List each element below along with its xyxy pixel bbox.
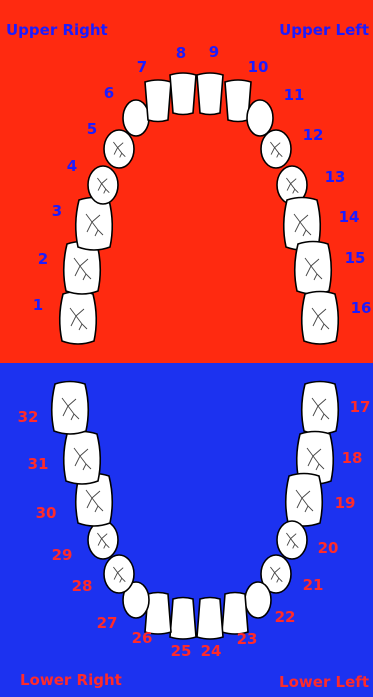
tooth-22[interactable] xyxy=(245,582,271,618)
tooth-number-24: 24 xyxy=(201,642,222,660)
tooth-number-11: 11 xyxy=(284,86,305,104)
tooth-number-17: 17 xyxy=(350,398,371,416)
tooth-number-25: 25 xyxy=(171,642,192,660)
tooth-23[interactable] xyxy=(222,593,248,635)
tooth-number-27: 27 xyxy=(97,614,118,632)
tooth-number-12: 12 xyxy=(303,126,324,144)
lower-left-label: Lower Left xyxy=(279,673,369,691)
tooth-8[interactable] xyxy=(170,73,196,115)
tooth-number-21: 21 xyxy=(303,576,324,594)
tooth-number-14: 14 xyxy=(339,208,360,226)
tooth-number-16: 16 xyxy=(351,299,372,317)
tooth-number-26: 26 xyxy=(132,629,153,647)
tooth-number-8: 8 xyxy=(176,44,186,62)
tooth-number-19: 19 xyxy=(335,494,356,512)
tooth-31[interactable] xyxy=(64,432,101,485)
tooth-1[interactable] xyxy=(60,292,97,345)
tooth-number-3: 3 xyxy=(52,202,62,220)
tooth-number-6: 6 xyxy=(104,84,114,102)
upper-left-label: Upper Left xyxy=(279,21,369,39)
tooth-15[interactable] xyxy=(295,242,332,295)
tooth-19[interactable] xyxy=(286,474,323,527)
tooth-17[interactable] xyxy=(302,382,339,435)
tooth-number-20: 20 xyxy=(318,539,339,557)
tooth-number-18: 18 xyxy=(342,449,363,467)
tooth-24[interactable] xyxy=(197,598,223,640)
tooth-number-32: 32 xyxy=(18,408,39,426)
tooth-number-2: 2 xyxy=(38,250,48,268)
tooth-number-5: 5 xyxy=(87,120,97,138)
tooth-16[interactable] xyxy=(302,292,339,345)
tooth-number-10: 10 xyxy=(248,58,269,76)
tooth-9[interactable] xyxy=(197,73,223,115)
tooth-number-28: 28 xyxy=(72,577,93,595)
tooth-3[interactable] xyxy=(76,198,113,251)
tooth-number-9: 9 xyxy=(209,43,219,61)
tooth-20[interactable] xyxy=(277,521,307,559)
upper-right-label: Upper Right xyxy=(6,21,108,39)
tooth-28[interactable] xyxy=(104,555,134,593)
tooth-number-13: 13 xyxy=(325,168,346,186)
tooth-number-15: 15 xyxy=(345,249,366,267)
lower-right-label: Lower Right xyxy=(20,671,122,689)
tooth-6[interactable] xyxy=(123,100,149,136)
tooth-number-23: 23 xyxy=(237,630,258,648)
tooth-32[interactable] xyxy=(52,382,89,435)
tooth-number-30: 30 xyxy=(36,504,57,522)
tooth-25[interactable] xyxy=(170,598,196,640)
tooth-number-1: 1 xyxy=(33,296,43,314)
tooth-number-4: 4 xyxy=(67,157,77,175)
tooth-number-22: 22 xyxy=(275,608,296,626)
tooth-4[interactable] xyxy=(88,166,118,204)
tooth-11[interactable] xyxy=(247,100,273,136)
tooth-number-29: 29 xyxy=(52,546,73,564)
tooth-7[interactable] xyxy=(145,80,171,122)
tooth-number-7: 7 xyxy=(137,58,147,76)
tooth-12[interactable] xyxy=(261,130,291,168)
tooth-5[interactable] xyxy=(104,130,134,168)
tooth-number-31: 31 xyxy=(28,455,49,473)
